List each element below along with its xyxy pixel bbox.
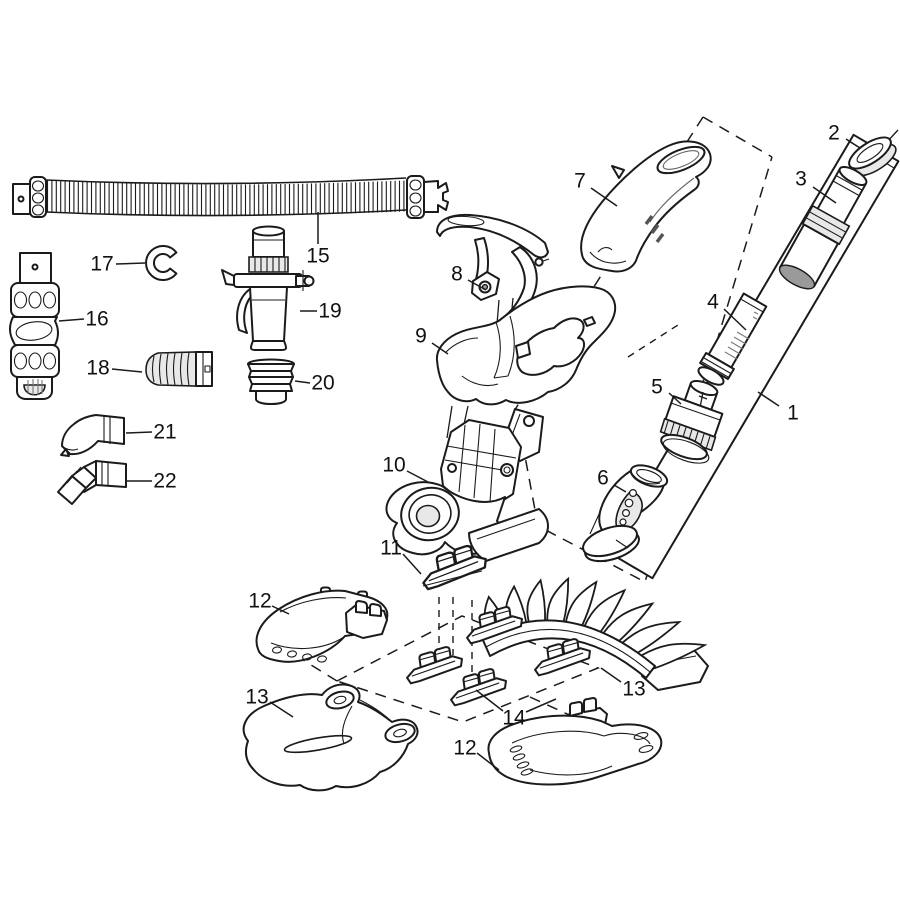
disc-fin [564, 580, 598, 630]
part-13-foot-pad [242, 683, 419, 792]
callout-label-22: 22 [153, 470, 176, 493]
callout-label-14: 14 [502, 707, 526, 730]
callout-label-2: 2 [828, 122, 840, 145]
callout-leader-4 [723, 308, 747, 331]
disc-fin [546, 576, 570, 625]
callout-label-12: 12 [248, 590, 271, 613]
part-18-compensator [145, 351, 213, 387]
callout-leader-12 [476, 752, 500, 771]
disc-fin [640, 642, 708, 672]
callout-label-13: 13 [622, 678, 645, 701]
part-2-cap-disc [848, 136, 897, 177]
disc-fin [583, 588, 627, 637]
callout-label-13: 13 [245, 686, 268, 709]
callout-label-9: 9 [415, 325, 427, 348]
part-19-valve [221, 225, 315, 351]
callout-leader-13 [269, 701, 294, 718]
part-4-inner-tube [697, 292, 768, 386]
callout-leader-14 [525, 698, 557, 713]
callout-leader-11 [402, 553, 422, 575]
callout-leader-9 [431, 342, 449, 355]
callout-label-15: 15 [306, 245, 329, 268]
callout-label-17: 17 [90, 253, 113, 276]
part-21-elbow [60, 414, 125, 457]
part-5-regulator-valve [659, 379, 724, 464]
hose-corrugation [46, 180, 405, 216]
part-22-angled-elbow [57, 460, 127, 505]
callout-label-19: 19 [318, 300, 341, 323]
part-10-main-body [385, 408, 549, 562]
part-17-c-clip [145, 245, 178, 281]
callout-label-3: 3 [795, 168, 807, 191]
part-12-wing-left [255, 586, 389, 663]
callout-label-5: 5 [651, 376, 663, 399]
callout-leader-18 [111, 368, 143, 373]
callout-label-20: 20 [311, 372, 334, 395]
callout-leader-21 [125, 431, 153, 434]
callout-leader-8 [467, 279, 487, 291]
disc-fin [526, 578, 547, 624]
callout-leader-7 [590, 187, 618, 207]
callout-label-12: 12 [453, 737, 476, 760]
part-6-weight-foot [582, 464, 669, 563]
part-12-wing-right [487, 697, 663, 786]
callout-leader-20 [294, 380, 311, 384]
part-7-hood [580, 140, 712, 273]
callout-leader-10 [406, 470, 429, 483]
callout-label-1: 1 [787, 402, 799, 425]
callout-label-6: 6 [597, 467, 609, 490]
callout-label-8: 8 [451, 263, 463, 286]
callout-leader-3 [812, 186, 837, 204]
part-16-hose-connector [9, 252, 60, 400]
part-11-bracket [417, 542, 491, 591]
callout-label-11: 11 [380, 537, 402, 560]
callout-label-10: 10 [382, 454, 405, 477]
callout-leader-17 [115, 262, 146, 265]
part-15-hose [12, 175, 449, 219]
part-13-finned-disc [481, 576, 709, 691]
callout-leader-6 [613, 484, 627, 493]
callout-leader-2 [845, 138, 861, 149]
callout-leader-16 [58, 318, 85, 322]
part-20-hose-adaptor [247, 358, 295, 405]
callout-leader-13 [600, 667, 622, 683]
callout-leader-5 [668, 392, 682, 405]
part-8-handle [436, 213, 550, 329]
callout-label-7: 7 [574, 170, 586, 193]
callout-leader-1 [757, 391, 780, 407]
callout-label-16: 16 [85, 308, 108, 331]
part-3-hose-connector [778, 166, 868, 290]
callout-leader-14 [475, 689, 504, 712]
callout-label-21: 21 [153, 421, 176, 444]
callout-label-18: 18 [86, 357, 109, 380]
part-9-upper-body [435, 285, 617, 406]
callout-label-4: 4 [707, 291, 719, 314]
callout-leader-12 [271, 605, 290, 615]
